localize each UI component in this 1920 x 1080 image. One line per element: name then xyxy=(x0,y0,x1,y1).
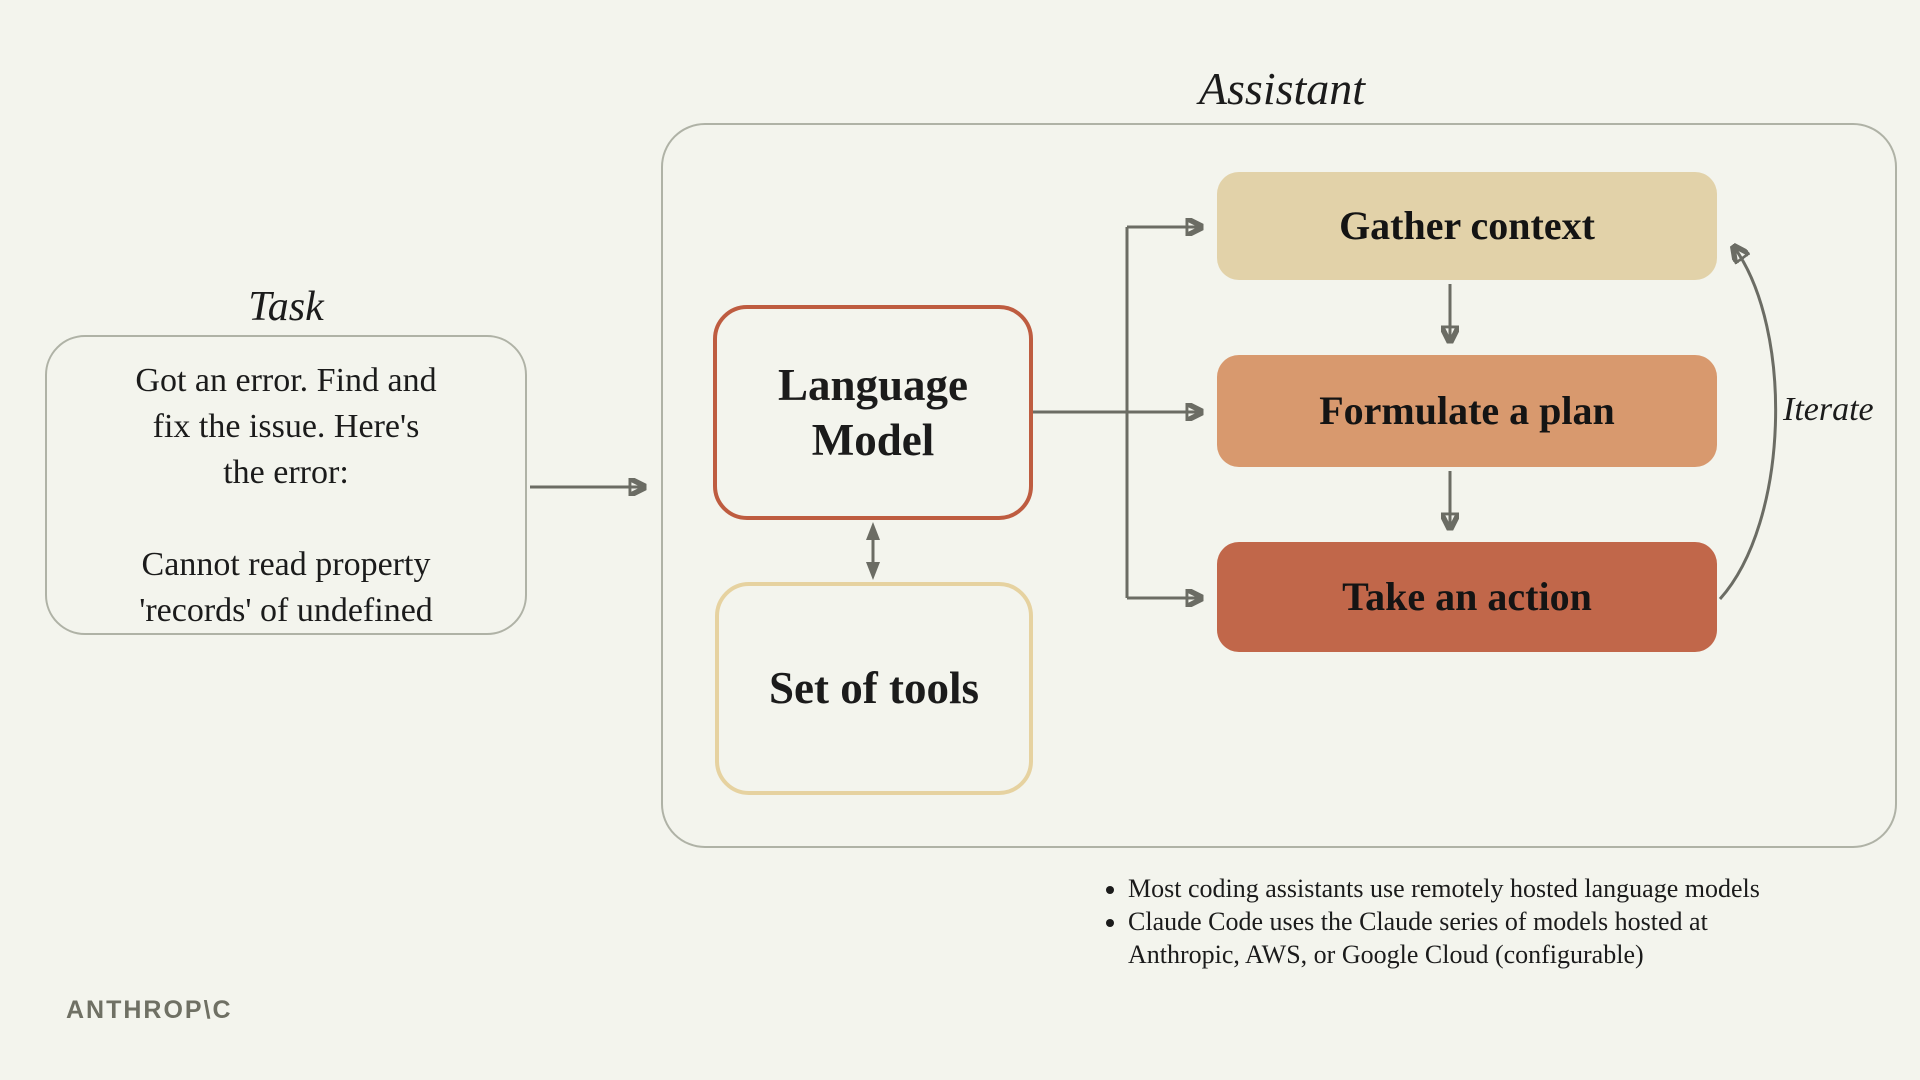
step-take-action: Take an action xyxy=(1217,542,1717,652)
assistant-title: Assistant xyxy=(1198,63,1366,114)
note-bullet: Most coding assistants use remotely host… xyxy=(1128,872,1804,905)
step-label: Formulate a plan xyxy=(1319,388,1615,433)
task-title: Task xyxy=(248,284,324,330)
anthropic-logo: ANTHROP\C xyxy=(66,996,233,1024)
task-text-line: fix the issue. Here's xyxy=(152,408,420,445)
step-gather-context: Gather context xyxy=(1217,172,1717,280)
language-model-box: Language Model xyxy=(713,305,1033,520)
task-text-line: the error: xyxy=(223,454,349,491)
step-formulate-plan: Formulate a plan xyxy=(1217,355,1717,467)
task-box: Got an error. Find and fix the issue. He… xyxy=(45,335,527,635)
task-text-line: Cannot read property xyxy=(141,546,431,583)
notes-list: Most coding assistants use remotely host… xyxy=(1098,872,1804,971)
language-model-label: Language Model xyxy=(777,359,969,465)
task-text-line: 'records' of undefined xyxy=(139,592,433,629)
assistant-container xyxy=(661,123,1897,848)
task-text-line: Got an error. Find and xyxy=(135,362,437,399)
set-of-tools-box: Set of tools xyxy=(715,582,1033,795)
set-of-tools-label: Set of tools xyxy=(769,663,979,713)
step-label: Gather context xyxy=(1339,203,1595,248)
iterate-label: Iterate xyxy=(1783,391,1874,428)
step-label: Take an action xyxy=(1342,574,1592,619)
note-bullet: Claude Code uses the Claude series of mo… xyxy=(1128,905,1804,971)
task-text-line xyxy=(47,496,525,542)
